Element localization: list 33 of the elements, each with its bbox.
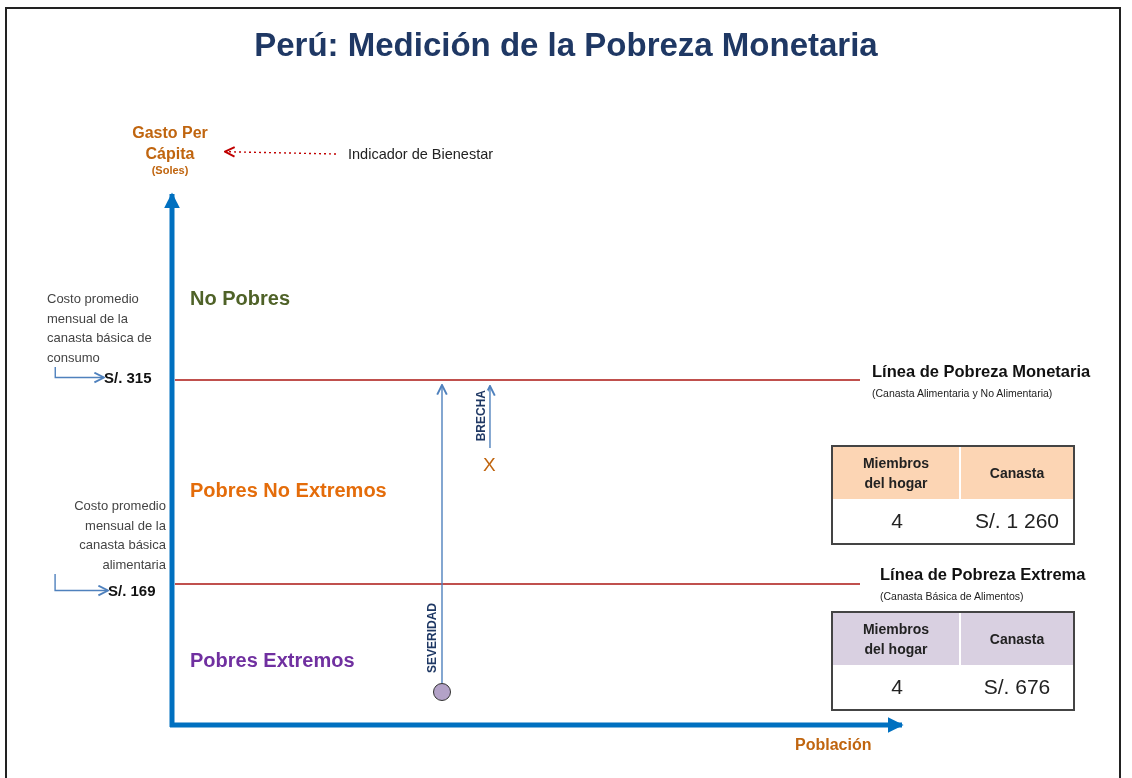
arrow: [54, 366, 105, 384]
axis-unit: (Soles): [150, 164, 190, 176]
axis-value: S/. 169: [108, 582, 156, 599]
point-mark: X: [483, 454, 496, 476]
region-label: Pobres Extremos: [190, 649, 355, 672]
table-value: S/. 676: [982, 674, 1052, 700]
region-label: Pobres No Extremos: [190, 479, 387, 502]
edge-label: BRECHA: [474, 390, 488, 442]
column-header: Miembros del hogar: [833, 613, 961, 665]
line-label: Línea de Pobreza Extrema: [880, 565, 1086, 584]
point-marker: [433, 683, 451, 701]
axis-title: Gasto Per Cápita: [131, 123, 209, 164]
annotation-text: Indicador de Bienestar: [336, 146, 494, 162]
arrow: [436, 384, 448, 684]
annotation-text: Costo promedio mensual de la canasta básica alimentaria: [48, 496, 166, 574]
edge-label: SEVERIDAD: [425, 603, 439, 673]
table-value: 4: [890, 508, 904, 534]
column-header: Canasta: [961, 613, 1073, 665]
annotation-text: Costo promedio mensual de la canasta básica de consumo: [47, 289, 165, 367]
arrow: [54, 573, 109, 597]
title: Perú: Medición de la Pobreza Monetaria: [253, 26, 879, 64]
column-header: Canasta: [961, 447, 1073, 499]
table-value: S/. 1 260: [973, 508, 1061, 534]
axis-value: S/. 315: [104, 369, 152, 386]
region-label: No Pobres: [190, 287, 291, 310]
arrow: [224, 146, 337, 158]
line-note: (Canasta Básica de Alimentos): [880, 590, 1024, 602]
axis-title: Población: [795, 736, 872, 754]
line-note: (Canasta Alimentaria y No Alimentaria): [872, 387, 1053, 399]
arrow: [484, 385, 496, 449]
line-label: Línea de Pobreza Monetaria: [872, 362, 1091, 381]
table-value: 4: [890, 674, 904, 700]
column-header: Miembros del hogar: [833, 447, 961, 499]
